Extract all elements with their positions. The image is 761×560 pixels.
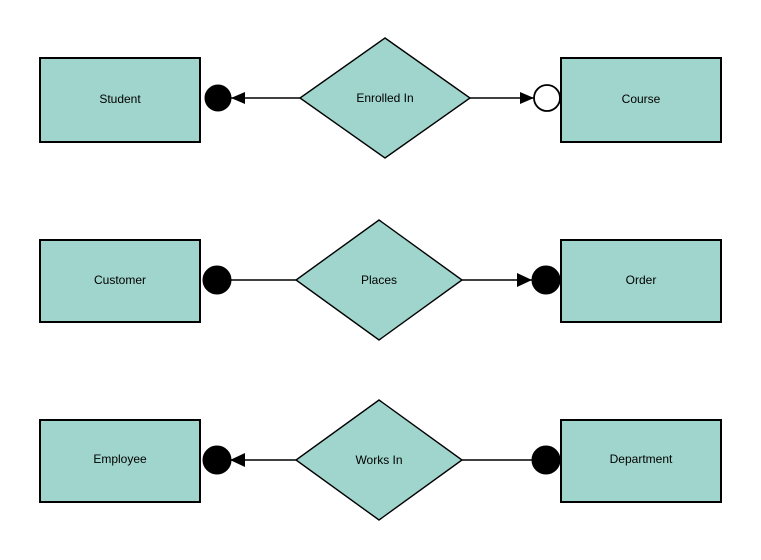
entity-label: Student [99, 92, 141, 106]
entity-box[interactable] [560, 419, 722, 503]
relationship-label: Places [361, 273, 397, 287]
er-row-3: Employee Works In Department [39, 399, 722, 521]
entity-label: Employee [93, 452, 147, 466]
cardinality-filled-circle-icon [531, 265, 561, 295]
entity-box[interactable] [39, 419, 201, 503]
entity-label: Customer [94, 273, 146, 287]
entity-course[interactable]: Course [560, 57, 722, 143]
arrow-right-icon [520, 92, 534, 104]
cardinality-filled-circle-icon [202, 445, 232, 475]
entity-employee[interactable]: Employee [39, 419, 201, 503]
entity-department[interactable]: Department [560, 419, 722, 503]
relationship-places[interactable]: Places [294, 219, 464, 341]
arrow-left-icon [230, 453, 245, 467]
entity-label: Order [626, 273, 657, 287]
entity-student[interactable]: Student [39, 57, 201, 143]
relationship-diamond[interactable] [298, 37, 472, 159]
er-row-2: Customer Places Order [39, 219, 722, 341]
er-row-1: Student Enrolled In Course [39, 37, 722, 159]
relationship-diamond[interactable] [294, 219, 464, 341]
arrow-left-icon [231, 92, 245, 104]
relationship-diamond[interactable] [294, 399, 464, 521]
entity-label: Course [622, 92, 661, 106]
entity-box[interactable] [560, 57, 722, 143]
cardinality-filled-circle-icon [204, 84, 232, 112]
entity-order[interactable]: Order [560, 239, 722, 323]
entity-customer[interactable]: Customer [39, 239, 201, 323]
cardinality-filled-circle-icon [531, 445, 561, 475]
relationship-enrolled-in[interactable]: Enrolled In [298, 37, 472, 159]
relationship-label: Works In [355, 453, 402, 467]
cardinality-filled-circle-icon [202, 265, 232, 295]
entity-box[interactable] [39, 239, 201, 323]
entity-box[interactable] [560, 239, 722, 323]
arrow-right-icon [517, 273, 532, 287]
relationship-label: Enrolled In [356, 91, 413, 105]
entity-box[interactable] [39, 57, 201, 143]
cardinality-hollow-circle-icon [533, 84, 561, 112]
relationship-works-in[interactable]: Works In [294, 399, 464, 521]
entity-label: Department [610, 452, 673, 466]
